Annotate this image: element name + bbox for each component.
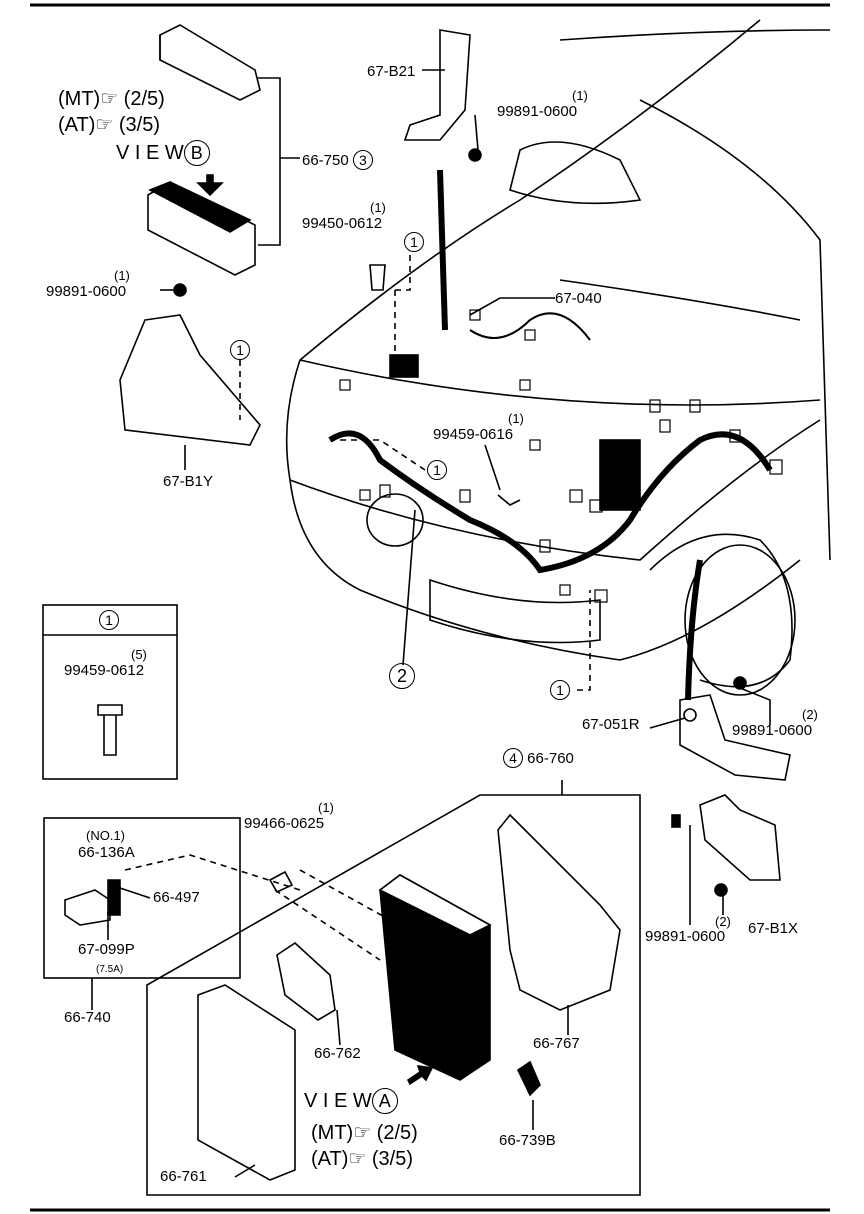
label-66-750-text: 66-750 bbox=[302, 152, 349, 169]
label-66-760: 4 66-760 bbox=[503, 748, 574, 768]
label-67-040: 67-040 bbox=[555, 290, 602, 307]
label-67-051r: 67-051R bbox=[582, 716, 640, 733]
label-99466: 99466-0625 bbox=[244, 815, 325, 832]
view-b-text: V I E W bbox=[116, 142, 184, 164]
label-99891-right: 99891-0600 bbox=[732, 722, 813, 739]
label-66-760-text: 66-760 bbox=[527, 750, 574, 767]
view-a-text: V I E W bbox=[304, 1090, 372, 1112]
label-no1: (NO.1) bbox=[86, 828, 125, 843]
connector-66-762 bbox=[276, 941, 336, 1021]
label-66-767: 66-767 bbox=[533, 1035, 580, 1052]
label-66-762: 66-762 bbox=[314, 1045, 361, 1062]
label-66-740: 66-740 bbox=[64, 1009, 111, 1026]
fuse-detail-box bbox=[43, 817, 241, 979]
label-67-b1y: 67-B1Y bbox=[163, 473, 214, 490]
label-67-b21: 67-B21 bbox=[367, 63, 416, 80]
label-99450: 99450-0612 bbox=[302, 215, 383, 232]
qty-99466: (1) bbox=[318, 800, 334, 815]
ref-1-d: 1 bbox=[550, 680, 570, 700]
label-mt-a: (MT)☞ (2/5) bbox=[311, 1122, 418, 1144]
qty-99891-left: (1) bbox=[114, 268, 130, 283]
label-66-761: 66-761 bbox=[160, 1168, 207, 1185]
ref-1-b: 1 bbox=[230, 340, 250, 360]
fuse-box-cover bbox=[159, 24, 261, 101]
ref-4: 4 bbox=[503, 748, 523, 768]
cover-66-767 bbox=[497, 813, 621, 1011]
label-66-136a: 66-136A bbox=[78, 844, 135, 861]
label-fuse-rating: (7.5A) bbox=[96, 964, 124, 975]
ref-1-a: 1 bbox=[404, 232, 424, 252]
bracket-67-051r bbox=[679, 694, 791, 781]
qty-99459-0616: (1) bbox=[508, 411, 524, 426]
fuse-block-enclosure bbox=[146, 794, 641, 1196]
label-66-497: 66-497 bbox=[153, 889, 200, 906]
label-at-a: (AT)☞ (3/5) bbox=[311, 1148, 414, 1170]
label-at-b: (AT)☞ (3/5) bbox=[58, 114, 161, 136]
label-99891-bottom: 99891-0600 bbox=[645, 928, 726, 945]
label-67-099p: 67-099P bbox=[78, 941, 135, 958]
bracket-67-b21 bbox=[403, 29, 471, 141]
qty-99891-bottom: (2) bbox=[715, 914, 731, 929]
label-99459-0616: 99459-0616 bbox=[433, 426, 514, 443]
label-66-750: 66-750 3 bbox=[302, 150, 373, 170]
car-body-outline bbox=[285, 19, 831, 661]
ref-2: 2 bbox=[389, 663, 415, 689]
label-mt-b: (MT)☞ (2/5) bbox=[58, 88, 165, 110]
label-99891-left: 99891-0600 bbox=[46, 283, 127, 300]
box-1-title: 1 bbox=[99, 610, 119, 630]
label-99459-0612: 99459-0612 bbox=[64, 662, 145, 679]
view-b-letter: B bbox=[183, 140, 210, 166]
label-99891-top: 99891-0600 bbox=[497, 103, 578, 120]
ref-3: 3 bbox=[352, 150, 373, 170]
detail-box-1 bbox=[42, 604, 178, 780]
qty-99450: (1) bbox=[370, 200, 386, 215]
cover-66-761 bbox=[197, 984, 296, 1181]
qty-99891-top: (1) bbox=[572, 88, 588, 103]
view-a-letter: A bbox=[371, 1088, 398, 1114]
bracket-67-b1y bbox=[119, 314, 261, 446]
label-66-739b: 66-739B bbox=[499, 1132, 556, 1149]
bracket-67-b1x bbox=[699, 794, 781, 881]
ref-1-c: 1 bbox=[427, 460, 447, 480]
main-harness bbox=[328, 430, 773, 574]
qty-99891-right: (2) bbox=[802, 707, 818, 722]
qty-99459-0612: (5) bbox=[131, 647, 147, 662]
label-67-b1x: 67-B1X bbox=[748, 920, 799, 937]
